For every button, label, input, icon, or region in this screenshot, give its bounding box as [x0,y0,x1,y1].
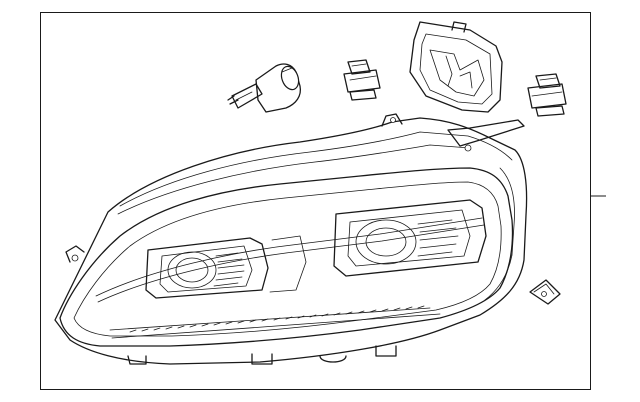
mounting-clip [529,279,561,305]
access-cover [409,21,503,113]
bulb-socket-right [527,73,567,117]
low-beam-projector [145,237,269,299]
headlamp-assembly [54,113,528,365]
leveling-motor [227,63,302,113]
high-beam-projector [333,199,487,277]
bulb-socket-left [343,59,381,101]
diagram-frame [40,12,591,390]
led-strip [129,305,425,333]
